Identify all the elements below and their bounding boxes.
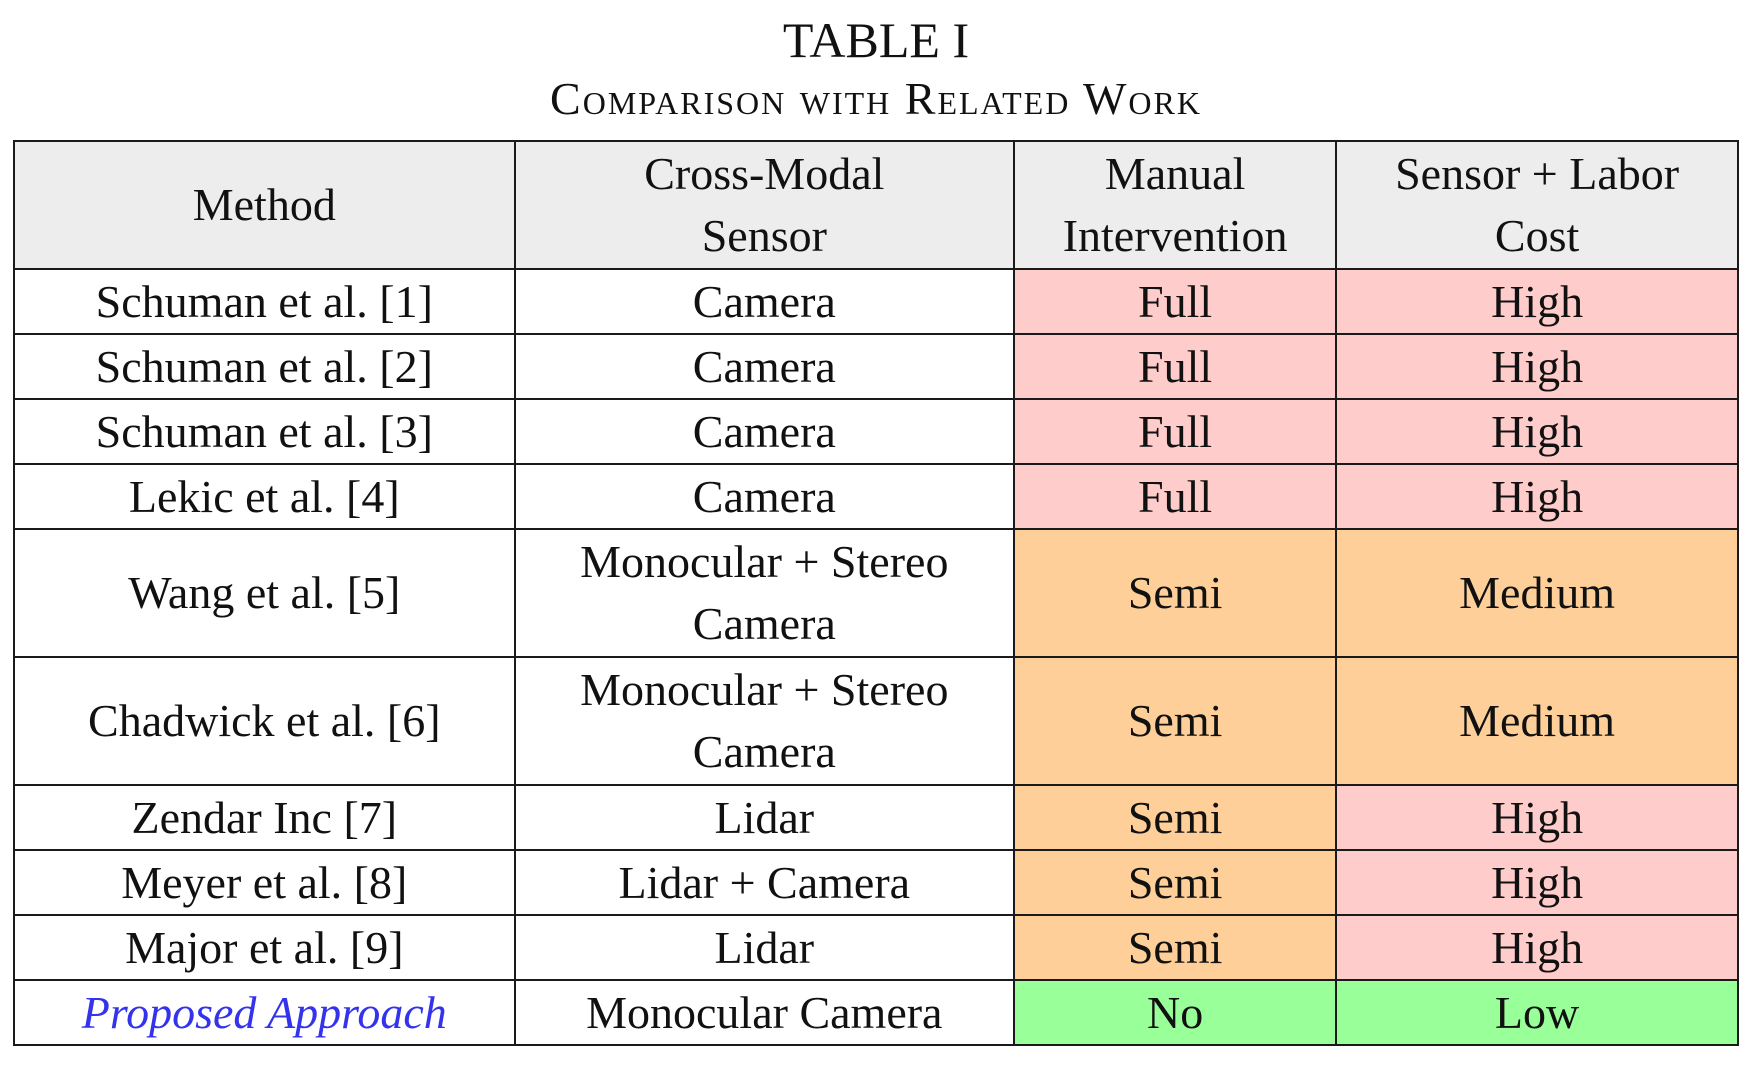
manual-intervention-cell: Full (1013, 268, 1338, 335)
manual-intervention-cell: Semi (1013, 849, 1338, 916)
header-manual-line-2: Intervention (1062, 210, 1288, 261)
manual-intervention-cell: Semi (1013, 656, 1338, 786)
sensor-cell: Camera (513, 398, 1016, 465)
table-row-proposed: Proposed Approach Monocular Camera No Lo… (13, 979, 1739, 1046)
table-row: Schuman et al. [1] Camera Full High (13, 268, 1739, 335)
method-cell: Chadwick et al. [6] (13, 656, 516, 786)
manual-intervention-cell: Full (1013, 333, 1338, 400)
table-title: Comparison with Related Work (550, 73, 1202, 124)
cost-cell: High (1335, 849, 1739, 916)
manual-intervention-cell: Full (1013, 398, 1338, 465)
method-cell: Schuman et al. [2] (13, 333, 516, 400)
header-sensor-line-1: Cross-Modal (644, 148, 885, 199)
header-cost-line-1: Sensor + Labor (1395, 148, 1680, 199)
sensor-cell: Lidar + Camera (513, 849, 1016, 916)
manual-intervention-cell: No (1013, 979, 1338, 1046)
sensor-cell: Camera (513, 333, 1016, 400)
header-cost: Sensor + Labor Cost (1335, 140, 1739, 270)
cost-cell: High (1335, 398, 1739, 465)
method-cell: Schuman et al. [1] (13, 268, 516, 335)
comparison-table: Method Cross-Modal Sensor Manual Interve… (13, 140, 1739, 1046)
cost-cell: High (1335, 463, 1739, 530)
method-cell: Meyer et al. [8] (13, 849, 516, 916)
cost-cell: High (1335, 333, 1739, 400)
header-method: Method (13, 140, 516, 270)
header-manual: Manual Intervention (1013, 140, 1338, 270)
sensor-line-1: Monocular + Stereo (580, 536, 949, 587)
cost-cell: High (1335, 784, 1739, 851)
sensor-cell: Monocular + Stereo Camera (513, 656, 1016, 786)
sensor-line-1: Monocular + Stereo (580, 664, 949, 715)
sensor-cell: Monocular + Stereo Camera (513, 528, 1016, 658)
cost-cell: High (1335, 268, 1739, 335)
header-sensor: Cross-Modal Sensor (513, 140, 1016, 270)
method-cell: Schuman et al. [3] (13, 398, 516, 465)
cost-cell: Medium (1335, 656, 1739, 786)
table-row: Zendar Inc [7] Lidar Semi High (13, 784, 1739, 851)
sensor-cell: Camera (513, 463, 1016, 530)
cost-cell: Low (1335, 979, 1739, 1046)
method-cell-proposed: Proposed Approach (13, 979, 516, 1046)
sensor-cell: Monocular Camera (513, 979, 1016, 1046)
table-row: Major et al. [9] Lidar Semi High (13, 914, 1739, 981)
sensor-line-2: Camera (692, 726, 836, 777)
method-cell: Lekic et al. [4] (13, 463, 516, 530)
table-row: Chadwick et al. [6] Monocular + Stereo C… (13, 656, 1739, 786)
method-cell: Zendar Inc [7] (13, 784, 516, 851)
header-manual-line-1: Manual (1104, 148, 1246, 199)
sensor-cell: Camera (513, 268, 1016, 335)
header-sensor-line-2: Sensor (701, 210, 827, 261)
cost-cell: High (1335, 914, 1739, 981)
manual-intervention-cell: Full (1013, 463, 1338, 530)
table-row: Wang et al. [5] Monocular + Stereo Camer… (13, 528, 1739, 658)
sensor-cell: Lidar (513, 914, 1016, 981)
method-cell: Wang et al. [5] (13, 528, 516, 658)
header-row: Method Cross-Modal Sensor Manual Interve… (13, 140, 1739, 270)
manual-intervention-cell: Semi (1013, 914, 1338, 981)
table-row: Schuman et al. [2] Camera Full High (13, 333, 1739, 400)
manual-intervention-cell: Semi (1013, 784, 1338, 851)
sensor-cell: Lidar (513, 784, 1016, 851)
table-row: Meyer et al. [8] Lidar + Camera Semi Hig… (13, 849, 1739, 916)
sensor-line-2: Camera (692, 598, 836, 649)
table-row: Lekic et al. [4] Camera Full High (13, 463, 1739, 530)
table-label: TABLE I (782, 12, 970, 68)
method-cell: Major et al. [9] (13, 914, 516, 981)
header-cost-line-2: Cost (1494, 210, 1580, 261)
cost-cell: Medium (1335, 528, 1739, 658)
header-method-label: Method (192, 179, 336, 230)
manual-intervention-cell: Semi (1013, 528, 1338, 658)
table-row: Schuman et al. [3] Camera Full High (13, 398, 1739, 465)
